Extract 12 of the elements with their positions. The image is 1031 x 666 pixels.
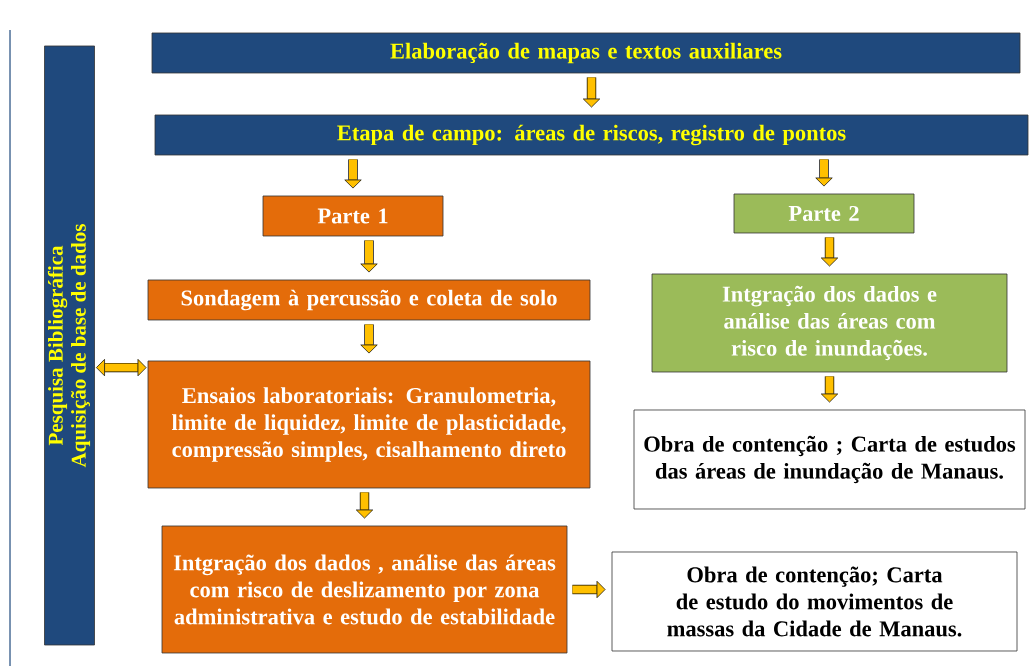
process-box: Intgração dos dados e análise das áreas com risco de inundações. bbox=[651, 273, 1008, 373]
process-box: Elaboração de mapas e textos auxiliares bbox=[151, 32, 1021, 74]
process-box: Parte 1 bbox=[262, 195, 444, 237]
process-box: Ensaios laboratoriais: Granulometria, limite de liquidez, limite de plasticidade, compressão simples, cisalhamento direto bbox=[147, 360, 591, 489]
process-box: Etapa de campo: áreas de riscos, registro de pontos bbox=[154, 114, 1029, 156]
arrow bbox=[96, 359, 147, 377]
process-box: Intgração dos dados , análise das áreas com risco de deslizamento por zona administrativa e estudo de estabilidade bbox=[161, 525, 568, 654]
result-box: Obra de contenção; Carta de estudo do movimentos de massas da Cidade de Manaus. bbox=[611, 551, 1018, 652]
side-band: Pesquisa Bibliográfica Aquisição de base de dados bbox=[44, 45, 95, 646]
result-box: Obra de contenção ; Carta de estudos das áreas de inundação de Manaus. bbox=[633, 409, 1026, 510]
process-box: Sondagem à percussão e coleta de solo bbox=[147, 279, 591, 321]
process-box: Parte 2 bbox=[733, 193, 915, 234]
